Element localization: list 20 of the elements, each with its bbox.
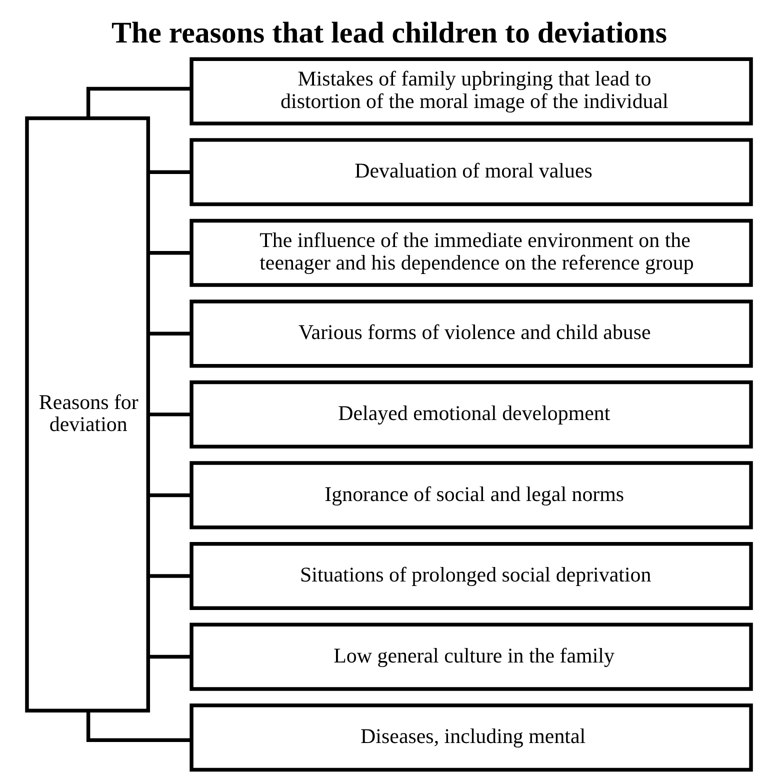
connector xyxy=(148,170,192,174)
diagram-title: The reasons that lead children to deviations xyxy=(112,16,668,50)
node-box: Various forms of violence and child abuse xyxy=(190,300,753,368)
connector xyxy=(148,332,192,336)
connector xyxy=(86,86,192,118)
node-box: Delayed emotional development xyxy=(190,380,753,448)
node-box: Diseases, including mental xyxy=(190,704,753,772)
connector xyxy=(148,574,192,578)
node-box: The influence of the immediate environment on the teenager and his dependence on the reference group xyxy=(190,218,753,287)
node-box: Devaluation of moral values xyxy=(190,138,753,206)
node-box: Reasons for deviation xyxy=(25,116,150,712)
connector xyxy=(148,412,192,416)
connector xyxy=(148,493,192,498)
connector xyxy=(86,710,192,742)
connector xyxy=(148,251,192,255)
node-box: Situations of prolonged social deprivation xyxy=(190,542,753,610)
node-box: Ignorance of social and legal norms xyxy=(190,461,753,530)
node-box: Low general culture in the family xyxy=(190,622,753,691)
connector xyxy=(148,654,192,659)
node-box: Mistakes of family upbringing that lead to distortion of the moral image of the individual xyxy=(190,57,753,126)
